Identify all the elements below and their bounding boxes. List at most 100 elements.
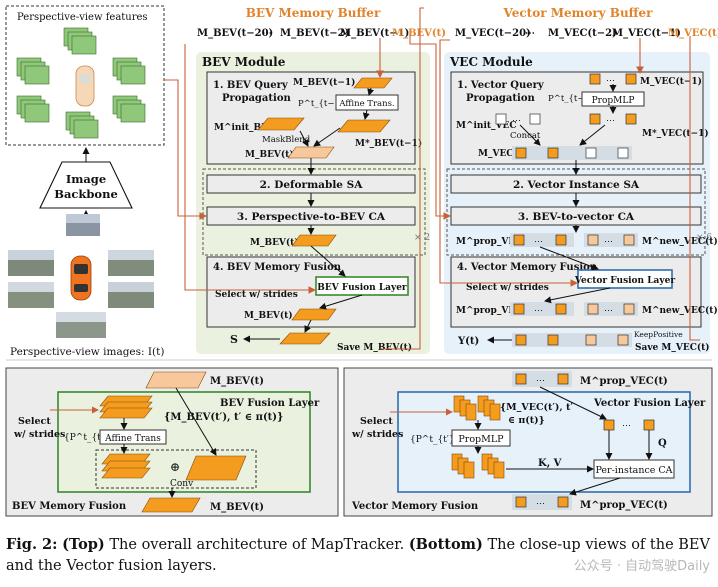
bev-closeup-title: BEV Memory Fusion xyxy=(12,501,127,512)
architecture-diagram: Perspective-view features Image Backbone… xyxy=(5,5,718,517)
bev-mout3-label: M_BEV(t) xyxy=(250,237,299,248)
bev-closeup-conv: Conv xyxy=(170,479,194,489)
vec-buffer-item: M_VEC(t) xyxy=(668,28,718,39)
vec-save-label: Save M_VEC(t) xyxy=(635,342,710,353)
bev-closeup-affine xyxy=(99,429,167,445)
vec-closeup-stack xyxy=(453,395,501,421)
vec-buffer-item: M_VEC(t−1) xyxy=(612,28,681,39)
bev-grid-final xyxy=(279,332,331,345)
bev-closeup-mtop: M_BEV(t) xyxy=(210,376,264,387)
memory-buffer-connections xyxy=(164,7,700,350)
arrow-ca-to-bottom xyxy=(569,477,621,496)
caption-bottom-label: (Bottom) xyxy=(408,536,483,553)
vec-closeup-select: Select xyxy=(360,416,393,427)
arrow-affine-to-star xyxy=(362,109,370,120)
vec-closeup-q: Q xyxy=(658,438,667,449)
bev-step2-label: 2. Deformable SA xyxy=(260,179,364,191)
bev-closeup-plus: ⊕ xyxy=(170,460,180,474)
bev-grid-out3 xyxy=(291,234,337,247)
arrow-concat-left xyxy=(519,124,541,146)
vec-repeat-region xyxy=(446,168,706,256)
bev-closeup-aligned-stack xyxy=(101,453,151,479)
arrow-star-to-blend xyxy=(313,127,341,147)
bev-select-label: Select w/ strides xyxy=(215,290,298,300)
bev-step1-title: Propagation xyxy=(222,93,291,104)
vec-prop-dots: ⋯ xyxy=(534,237,543,247)
vec-closeup-propmlp xyxy=(451,429,511,447)
per-instance-ca-block xyxy=(593,459,675,479)
vec-new4-dots: ⋯ xyxy=(604,306,613,316)
bev-closeup-pose: {P^t_{t′}} xyxy=(64,433,114,443)
vec-mout1-label: M_VEC(t) xyxy=(478,148,526,159)
bev-buffer-item: M_BEV(t−2) xyxy=(280,28,349,39)
vec-step2-label: 2. Vector Instance SA xyxy=(513,179,640,191)
vec-pose-label: P^t_{t−1} xyxy=(548,94,595,104)
vector-fusion-layer-block[interactable] xyxy=(577,269,673,289)
vec-closeup-kv: K, V xyxy=(538,458,562,469)
vec-closeup-bottom-tokens xyxy=(512,494,572,510)
bev-grid-init xyxy=(257,117,305,131)
vec-mnew-label: M^new_VEC(t) xyxy=(642,236,718,247)
keep-positive-label: KeepPositive xyxy=(634,330,683,339)
figure-caption: Fig. 2: (Top) The overall architecture o… xyxy=(6,534,712,577)
features-label: Perspective-view features xyxy=(17,12,148,23)
image-backbone-block xyxy=(39,161,133,209)
bev-grid-out4 xyxy=(291,308,337,321)
bev-mstar-label: M*_BEV(t−1) xyxy=(355,138,422,149)
vec-new-dots: ⋯ xyxy=(604,237,613,247)
affine-trans-label: Affine Trans. xyxy=(338,99,394,109)
concat-label: Concat xyxy=(510,131,541,141)
vec-closeup-bottom-dots: ⋯ xyxy=(536,499,545,509)
arrow-mprev-to-affine xyxy=(367,87,375,96)
vec-closeup-set: {M_VEC(t′), t′ xyxy=(500,402,573,413)
vec-step1-title: 1. Vector Query xyxy=(457,80,545,91)
bev-fusion-layer-label: BEV Fusion Layer xyxy=(317,283,407,293)
per-instance-ca-label: Per-instance CA xyxy=(595,465,672,476)
bev-buffer-items: M_BEV(t−20) ⋯ M_BEV(t−2) M_BEV(t−1) M_BE… xyxy=(197,28,446,39)
vec-buffer-title: Vector Memory Buffer xyxy=(503,6,654,20)
vec-step4-title: 4. Vector Memory Fusion xyxy=(457,262,598,273)
bev-closeup-affine-label: Affine Trans xyxy=(104,434,161,444)
bev-repeat-label: × 2 xyxy=(414,233,430,243)
vec-mstar-label: M*_VEC(t−1) xyxy=(642,128,709,139)
bev-closeup-grid-current xyxy=(185,455,247,481)
vec-closeup-title: Vector Memory Fusion xyxy=(351,501,479,512)
arrow-fusion-to-out4 xyxy=(319,294,363,310)
arrow-fusion-to-prop4 xyxy=(544,287,611,304)
bev-closeup-mbottom: M_BEV(t) xyxy=(210,502,264,513)
vec-out1-tokens xyxy=(512,146,632,160)
vec-prev-tokens xyxy=(589,73,637,85)
bev-closeup-grid-bottom xyxy=(141,497,201,513)
backbone-label-2: Backbone xyxy=(54,187,118,201)
vec-closeup-set: ∈ π(t)} xyxy=(508,415,545,426)
backbone-label-1: Image xyxy=(66,172,106,186)
arrow-prop-to-fusion xyxy=(539,246,599,271)
bev-closeup-conv-region xyxy=(95,449,257,489)
arrow-maskblend xyxy=(299,130,309,147)
vec-closeup-aligned-stack xyxy=(451,453,505,479)
vec-buffer-items: M_VEC(t−20) ⋯ M_VEC(t−2) M_VEC(t−1) M_VE… xyxy=(455,28,718,39)
arrow-top-to-current xyxy=(175,387,217,456)
camera-images xyxy=(8,214,154,338)
vec-repeat-label: × 6 xyxy=(696,233,712,243)
vec-mprop4-label: M^prop_VEC(t) xyxy=(456,305,535,316)
vec-buffer-item: M_VEC(t−20) xyxy=(455,28,531,39)
bev-minit-label: M^init_BEV xyxy=(214,123,276,133)
vec-prev-dots: ⋯ xyxy=(606,76,615,86)
vec-init-tokens xyxy=(495,113,637,125)
vec-prop4-tokens xyxy=(510,302,638,316)
bev-step3-label: 3. Perspective-to-BEV CA xyxy=(237,211,386,223)
bev-s-output: S xyxy=(230,333,238,346)
vec-closeup-select: w/ strides xyxy=(351,429,403,440)
vec-closeup-mtop: M^prop_VEC(t) xyxy=(580,376,668,387)
caption-fig-number: Fig. 2: xyxy=(6,536,58,553)
bev-grid-out1 xyxy=(287,146,335,159)
vec-prop-tokens xyxy=(510,233,638,247)
car-icon xyxy=(75,65,95,107)
bev-buffer-item: ⋯ xyxy=(262,28,272,39)
vec-mprop-label: M^prop_VEC(t) xyxy=(456,236,535,247)
mask-blend-label: MaskBlend xyxy=(262,135,311,145)
bev-closeup-select: Select xyxy=(18,416,51,427)
vec-layer-title: Vector Fusion Layer xyxy=(593,398,706,409)
vec-mprev-label: M_VEC(t−1) xyxy=(640,76,702,87)
